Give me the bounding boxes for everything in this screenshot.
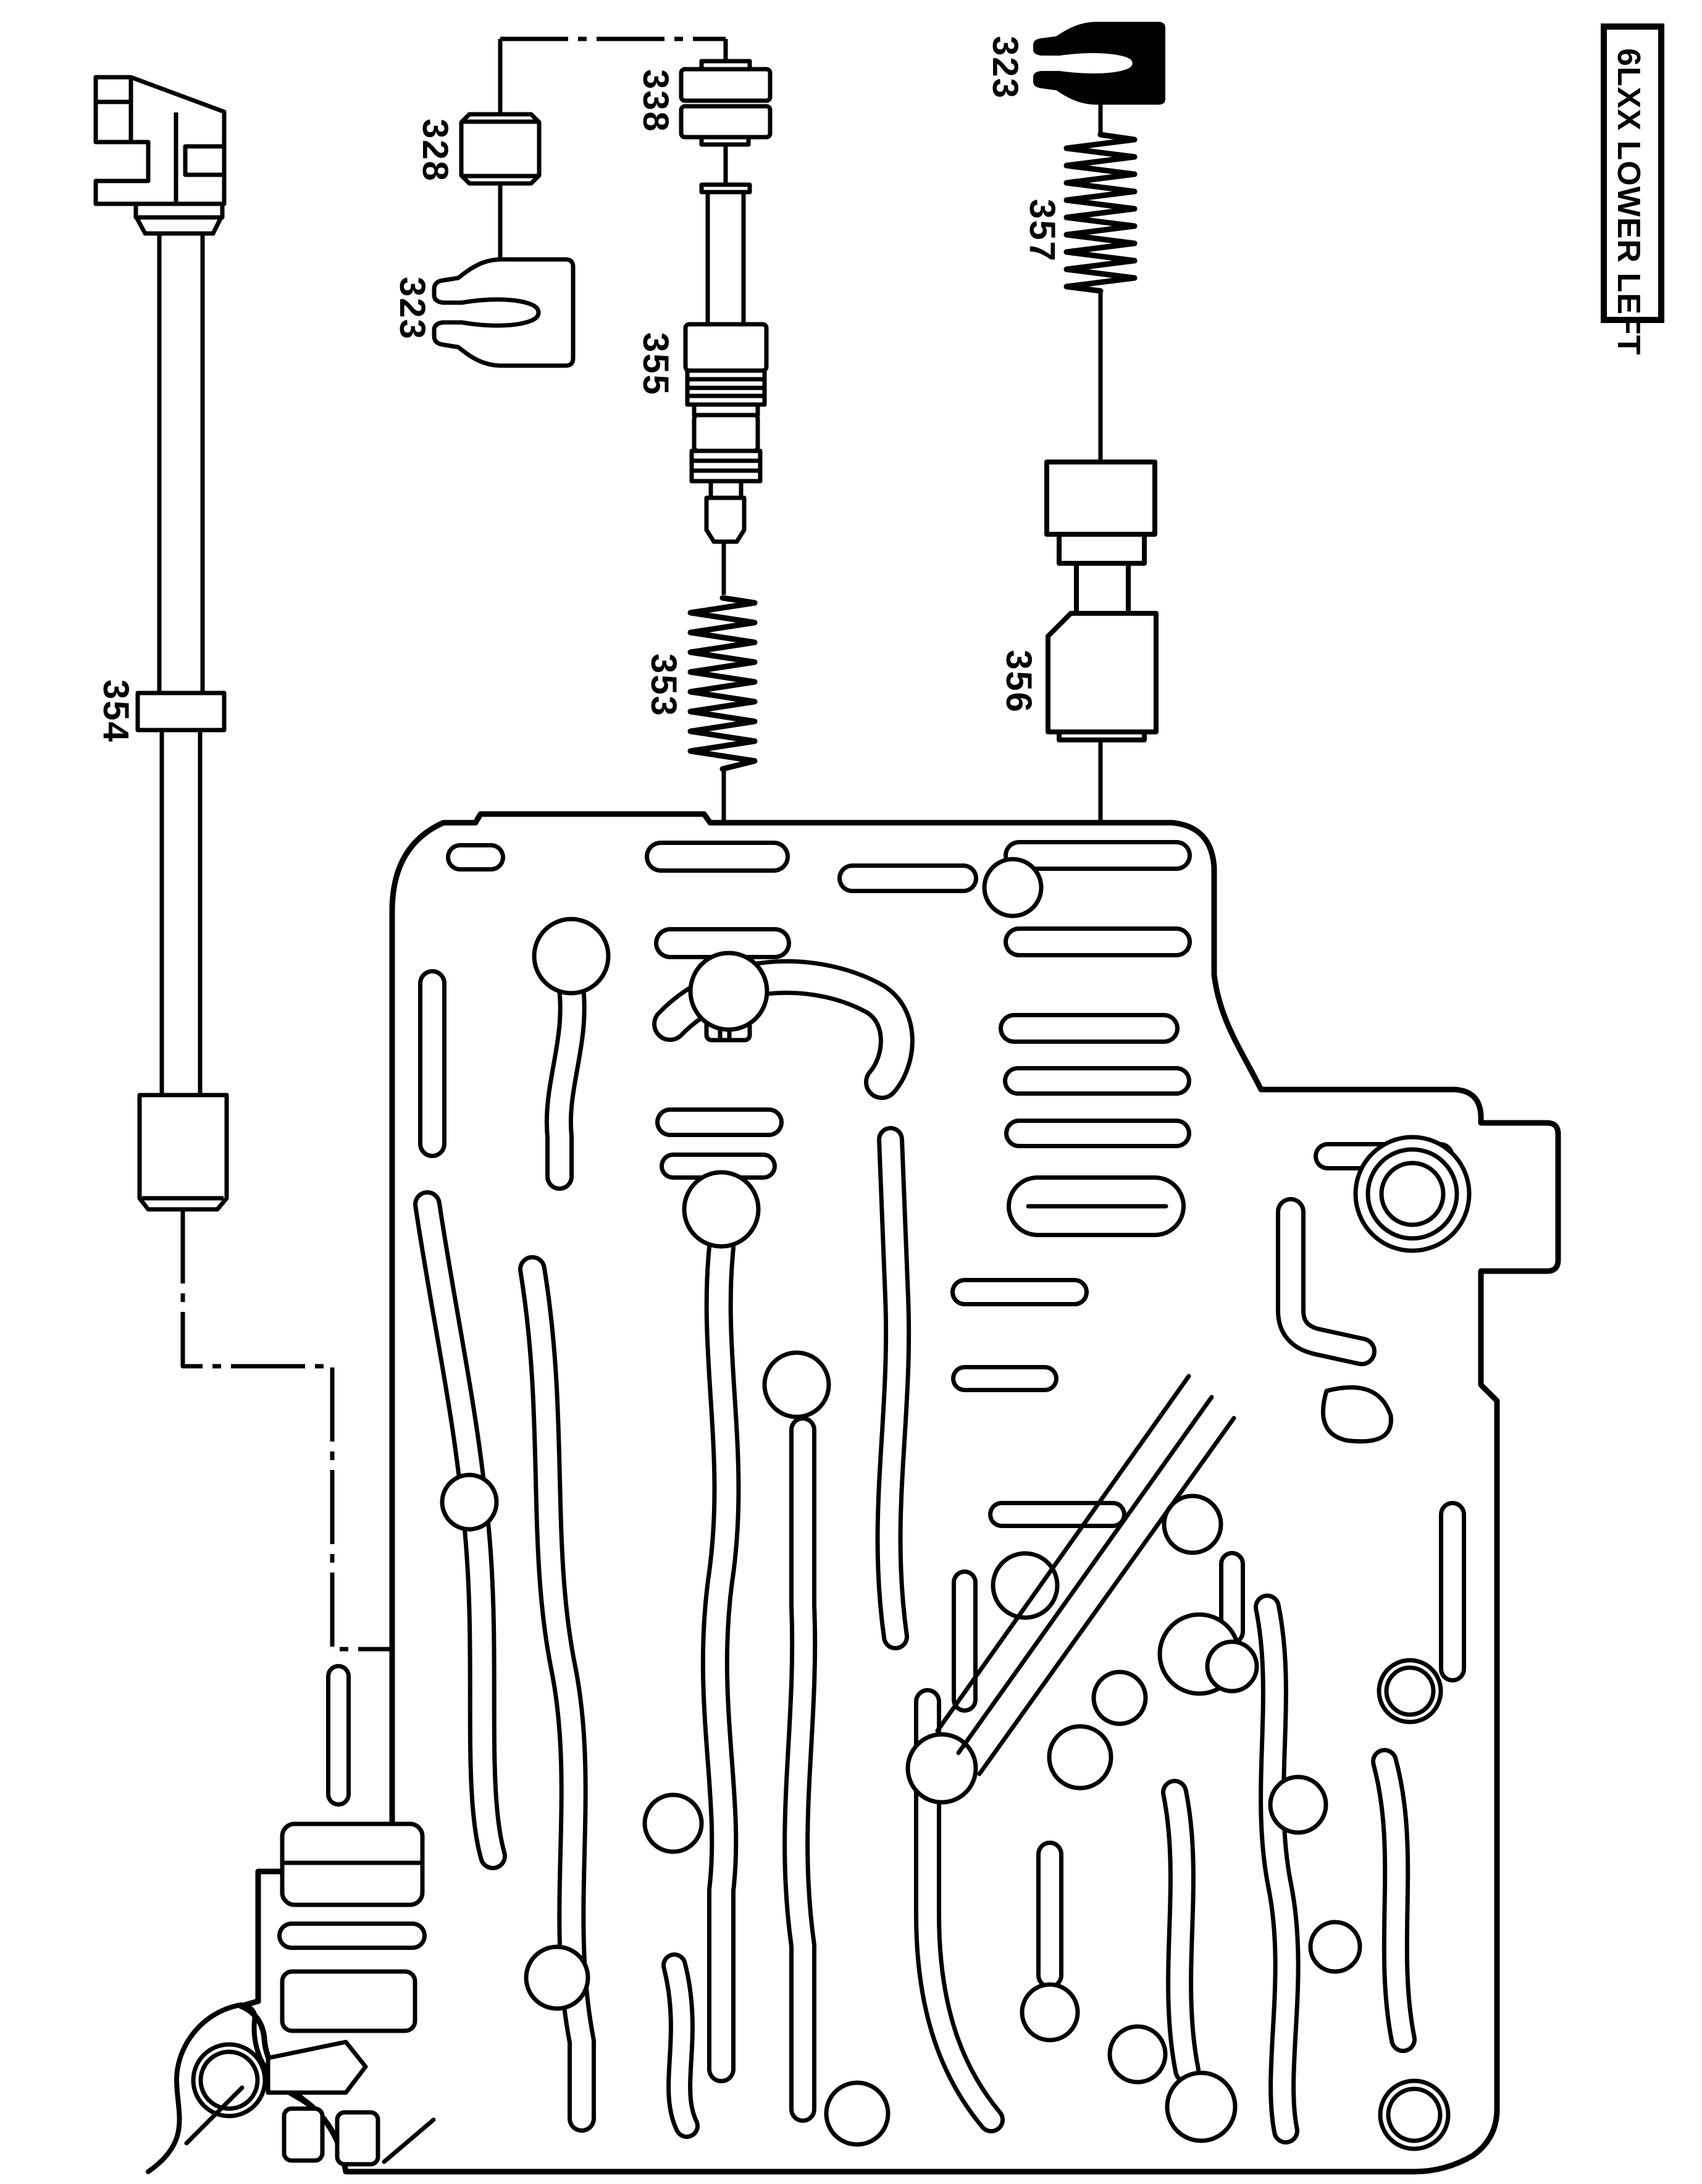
part-labels: 354 328 323 338 355 353 357 356 323 [96,36,1062,743]
label-353: 353 [643,653,684,717]
title-text: 6LXX LOWER LEFT [1611,48,1646,355]
part-355-spool-valve [683,182,769,595]
head-taper [134,215,224,236]
label-338: 338 [635,69,676,133]
hatch-lines [184,1374,1236,2164]
solenoid-can [137,1093,229,1212]
label-323-left: 323 [392,277,432,340]
label-328: 328 [415,119,455,182]
retainer-body [459,112,542,186]
hydraulic-channels [277,840,1466,2144]
title-box: 6LXX LOWER LEFT [1601,23,1664,355]
bolt-holes [191,857,1472,2151]
part-323-clip-right [1033,22,1165,104]
part-353-spring [687,595,758,824]
title-frame [1601,23,1664,323]
label-357: 357 [1022,199,1062,262]
label-356: 356 [999,650,1039,713]
shaft-collar [135,691,227,733]
part-354-solenoid [93,75,391,1652]
label-323-right: 323 [985,36,1025,99]
part-323-clip-left [432,257,576,368]
centerline-354 [180,1209,391,1652]
connector-head [93,75,227,206]
body-pockets [266,1010,1393,2167]
part-357-spring [1063,95,1138,464]
spring-coil [687,595,758,772]
part-356-valve-plug [1044,460,1159,821]
valve-body-casting [146,811,1561,2175]
label-355: 355 [635,332,676,396]
spring-coil [1063,132,1138,294]
solenoid-shaft [135,233,229,1212]
label-354: 354 [96,679,136,743]
body-lobe-edge [146,2002,348,2174]
clip-fork [432,257,576,368]
part-338-valve [679,39,773,185]
part-328-retainer [459,36,726,258]
